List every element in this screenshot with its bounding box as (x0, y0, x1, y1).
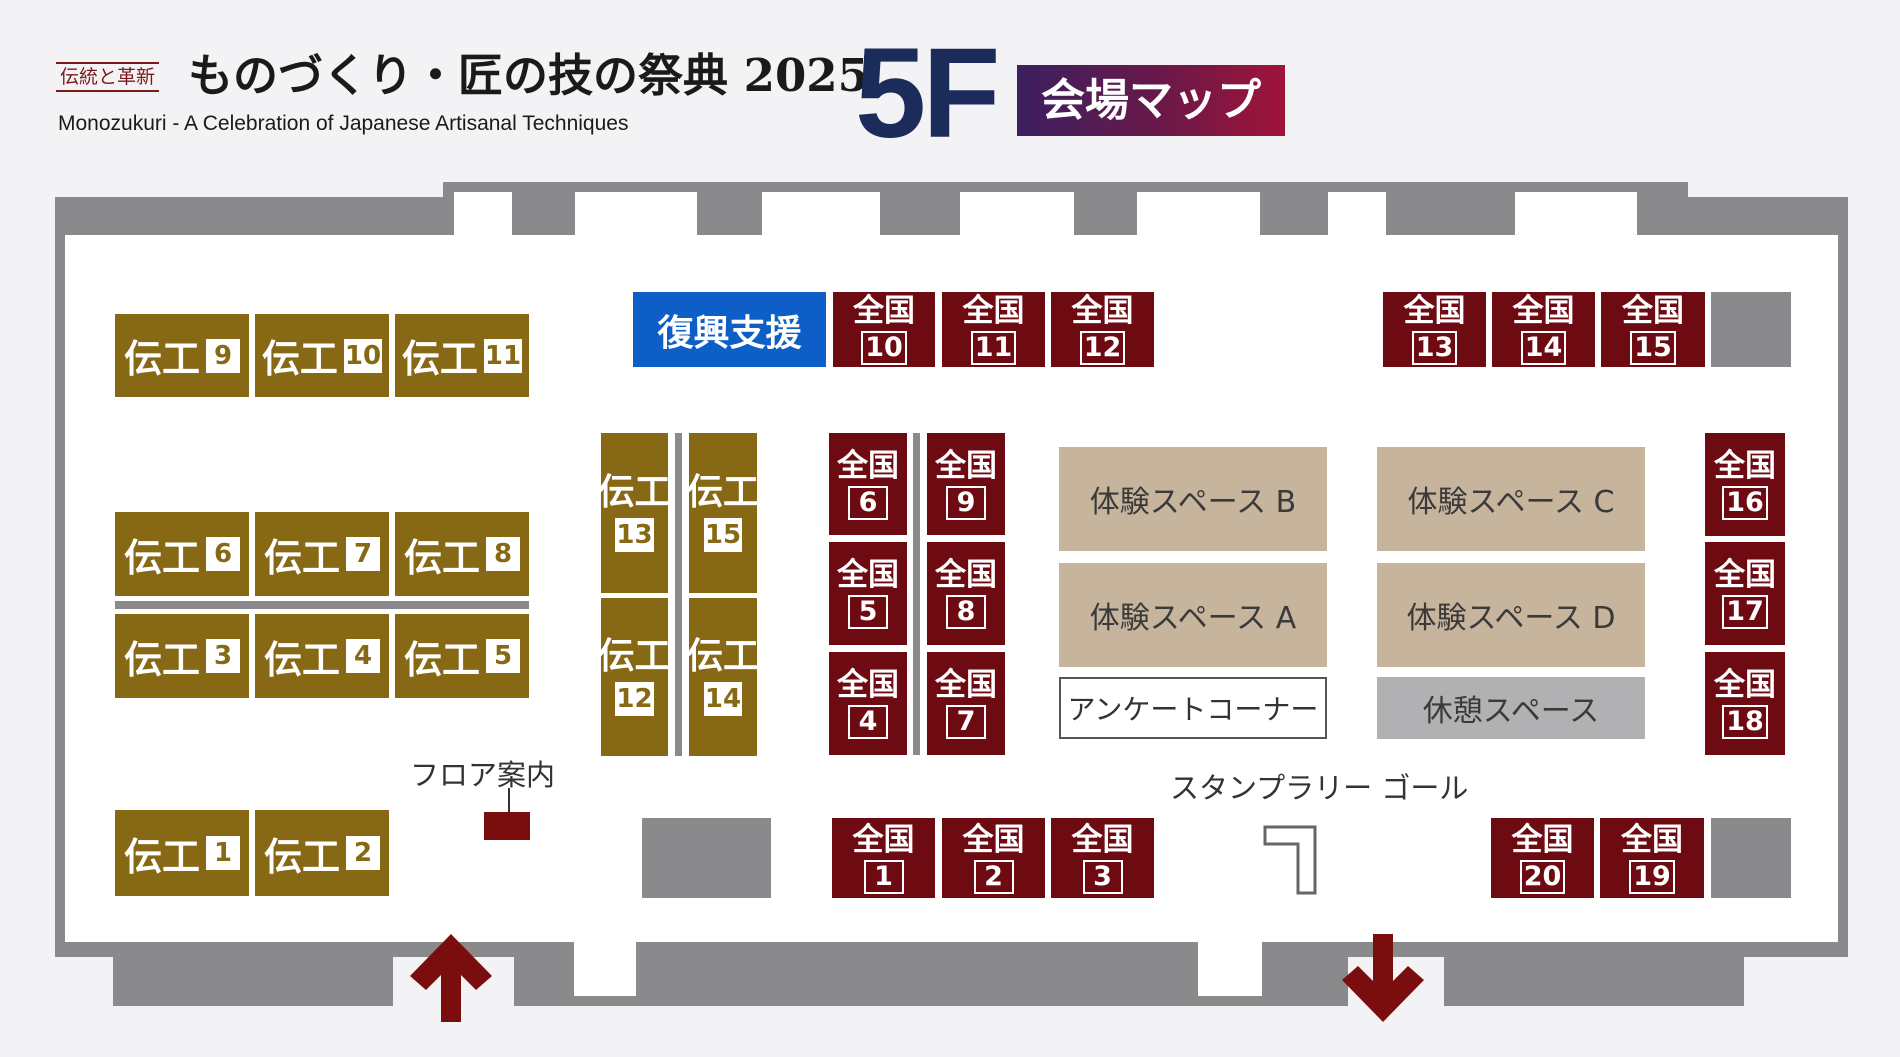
arrow-up-icon (410, 934, 492, 1022)
utility-block (1711, 292, 1791, 367)
experience-space-c[interactable]: 体験スペース C (1377, 447, 1645, 551)
booth-divider (115, 601, 529, 609)
floor-number: 5F (855, 22, 1000, 165)
event-subtitle: Monozukuri - A Celebration of Japanese A… (58, 112, 629, 135)
stamp-rally-goal-label: スタンプラリー ゴール (1170, 771, 1469, 805)
floor-guide-pointer (508, 788, 510, 812)
floor-guide-label: フロア案内 (410, 758, 556, 792)
tagline: 伝統と革新 (56, 62, 160, 92)
event-title: ものづくり・匠の技の祭典 2025 (188, 49, 869, 102)
utility-block (1711, 818, 1791, 898)
rest-space[interactable]: 休憩スペース (1377, 677, 1645, 739)
experience-space-b[interactable]: 体験スペース B (1059, 447, 1327, 551)
experience-space-d[interactable]: 体験スペース D (1377, 563, 1645, 667)
arrow-down-icon (1342, 934, 1424, 1022)
floor-guide-marker[interactable] (484, 812, 530, 840)
experience-space-a[interactable]: 体験スペース A (1059, 563, 1327, 667)
venue-map-badge: 会場マップ (1017, 65, 1285, 136)
stamp-goal-icon (1263, 825, 1317, 895)
booth-divider (675, 433, 682, 756)
utility-block (642, 818, 771, 898)
survey-corner[interactable]: アンケートコーナー (1059, 677, 1327, 739)
fukkou-shien-area[interactable]: 復興支援 (633, 292, 826, 367)
booth-divider (913, 433, 920, 755)
